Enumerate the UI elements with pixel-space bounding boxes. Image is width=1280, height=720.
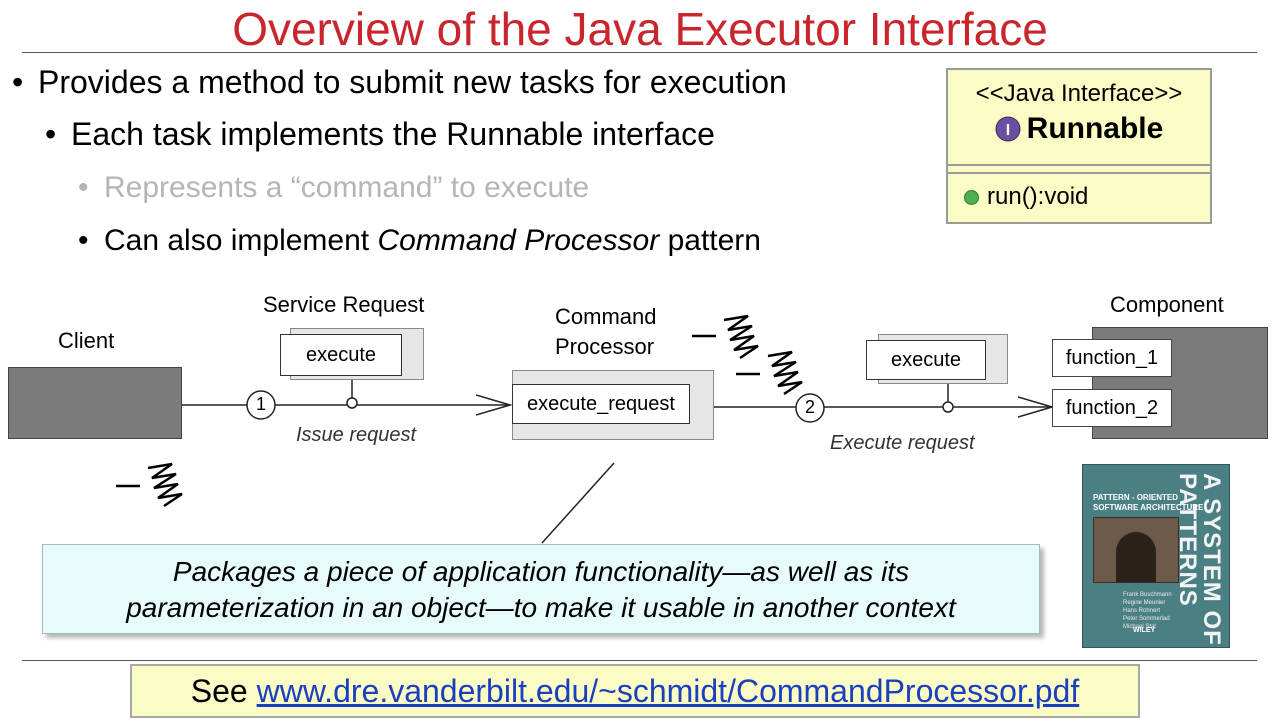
book-title-line1: A SYSTEM OF — [1198, 473, 1225, 646]
service-request-execute-box: execute — [280, 334, 402, 376]
bullet-dot: • — [12, 64, 24, 100]
book-cover-image: A SYSTEM OF PATTERNS PATTERN - ORIENTED … — [1082, 464, 1230, 648]
uml-operation: run():void — [948, 174, 1210, 211]
bullet-dot: • — [78, 171, 89, 204]
thread-squiggle-icon-2 — [736, 350, 803, 396]
uml-class-box: <<Java Interface>> I Runnable run():void — [946, 68, 1212, 224]
title-divider — [22, 52, 1257, 53]
step2-number: 2 — [804, 397, 815, 417]
thread-squiggle-icon-3 — [116, 462, 183, 508]
service-request-label: Service Request — [263, 292, 425, 317]
book-author: Michael Stal — [1123, 624, 1156, 630]
execute-request-box: execute_request — [512, 384, 690, 424]
interface-icon: I — [995, 116, 1021, 142]
publisher-logo: WILEY — [1133, 627, 1156, 634]
uml-stereotype: <<Java Interface>> — [975, 80, 1183, 107]
step2-circle — [795, 393, 825, 423]
footer-reference: See www.dre.vanderbilt.edu/~schmidt/Comm… — [130, 664, 1140, 718]
client-label: Client — [58, 328, 115, 353]
bullet-level3: • Can also implement Command Processor pa… — [78, 224, 761, 258]
issue-request-label: Issue request — [296, 424, 417, 446]
bullet-text-suffix: pattern — [659, 224, 761, 257]
step1-number: 1 — [255, 394, 266, 414]
bullet-dot: • — [45, 116, 57, 152]
callout-line1: Packages a piece of application function… — [172, 556, 910, 587]
book-author: Hans Rohnert — [1123, 608, 1161, 614]
book-author: Frank Buschmann — [1123, 592, 1172, 598]
component-label: Component — [1110, 292, 1224, 317]
uml-attributes-compartment — [948, 166, 1210, 174]
callout-pointer — [541, 462, 615, 544]
definition-callout: Packages a piece of application function… — [42, 544, 1040, 634]
execute-request-label: Execute request — [830, 432, 975, 454]
interface-icon-letter: I — [1005, 122, 1009, 139]
uml-operation-text: run():void — [987, 183, 1089, 210]
function-2-box: function_2 — [1052, 389, 1172, 427]
book-author: Regine Meunier — [1123, 600, 1166, 606]
book-authors: Frank Buschmann Regine Meunier Hans Rohn… — [1123, 591, 1172, 631]
book-subtitle: PATTERN - ORIENTED SOFTWARE ARCHITECTURE — [1093, 493, 1203, 513]
book-arch-shape — [1116, 532, 1156, 582]
client-block — [8, 367, 182, 439]
footer-divider — [22, 660, 1257, 661]
component-execute-box: execute — [866, 340, 986, 380]
service-request-port — [346, 397, 358, 409]
book-cathedral-picture — [1093, 517, 1179, 583]
book-subtitle-line2: SOFTWARE ARCHITECTURE — [1093, 503, 1204, 512]
command-processor-label-line2: Processor — [555, 334, 655, 359]
footer-prefix: See — [190, 673, 257, 709]
bullet-level1: • Provides a method to submit new tasks f… — [12, 64, 787, 101]
uml-interface-name: I Runnable — [995, 112, 1164, 146]
function-1-box: function_1 — [1052, 339, 1172, 377]
book-subtitle-line1: PATTERN - ORIENTED — [1093, 493, 1179, 502]
book-author: Peter Sommerlad — [1123, 616, 1170, 622]
command-processor-label-line1: Command — [555, 304, 657, 329]
callout-line2: parameterization in an object—to make it… — [126, 592, 956, 623]
reference-link[interactable]: www.dre.vanderbilt.edu/~schmidt/CommandP… — [256, 673, 1080, 709]
bullet-text: Each task implements the Runnable interf… — [71, 116, 715, 152]
bullet-text: Provides a method to submit new tasks fo… — [38, 64, 787, 100]
execute-port — [942, 401, 954, 413]
bullet-level3-dimmed: • Represents a “command” to execute — [78, 171, 589, 205]
step1-circle — [246, 390, 276, 420]
thread-squiggle-icon-1 — [692, 314, 759, 360]
uml-name-text: Runnable — [1026, 112, 1164, 145]
pattern-name: Command Processor — [377, 224, 660, 257]
uml-header: <<Java Interface>> I Runnable — [948, 70, 1210, 166]
bullet-text: Can also implement — [104, 224, 378, 257]
bullet-level2: • Each task implements the Runnable inter… — [45, 116, 715, 153]
page-title: Overview of the Java Executor Interface — [232, 3, 1048, 55]
public-method-icon — [964, 189, 979, 205]
bullet-dot: • — [78, 224, 89, 257]
bullet-text: Represents a “command” to execute — [104, 171, 590, 204]
